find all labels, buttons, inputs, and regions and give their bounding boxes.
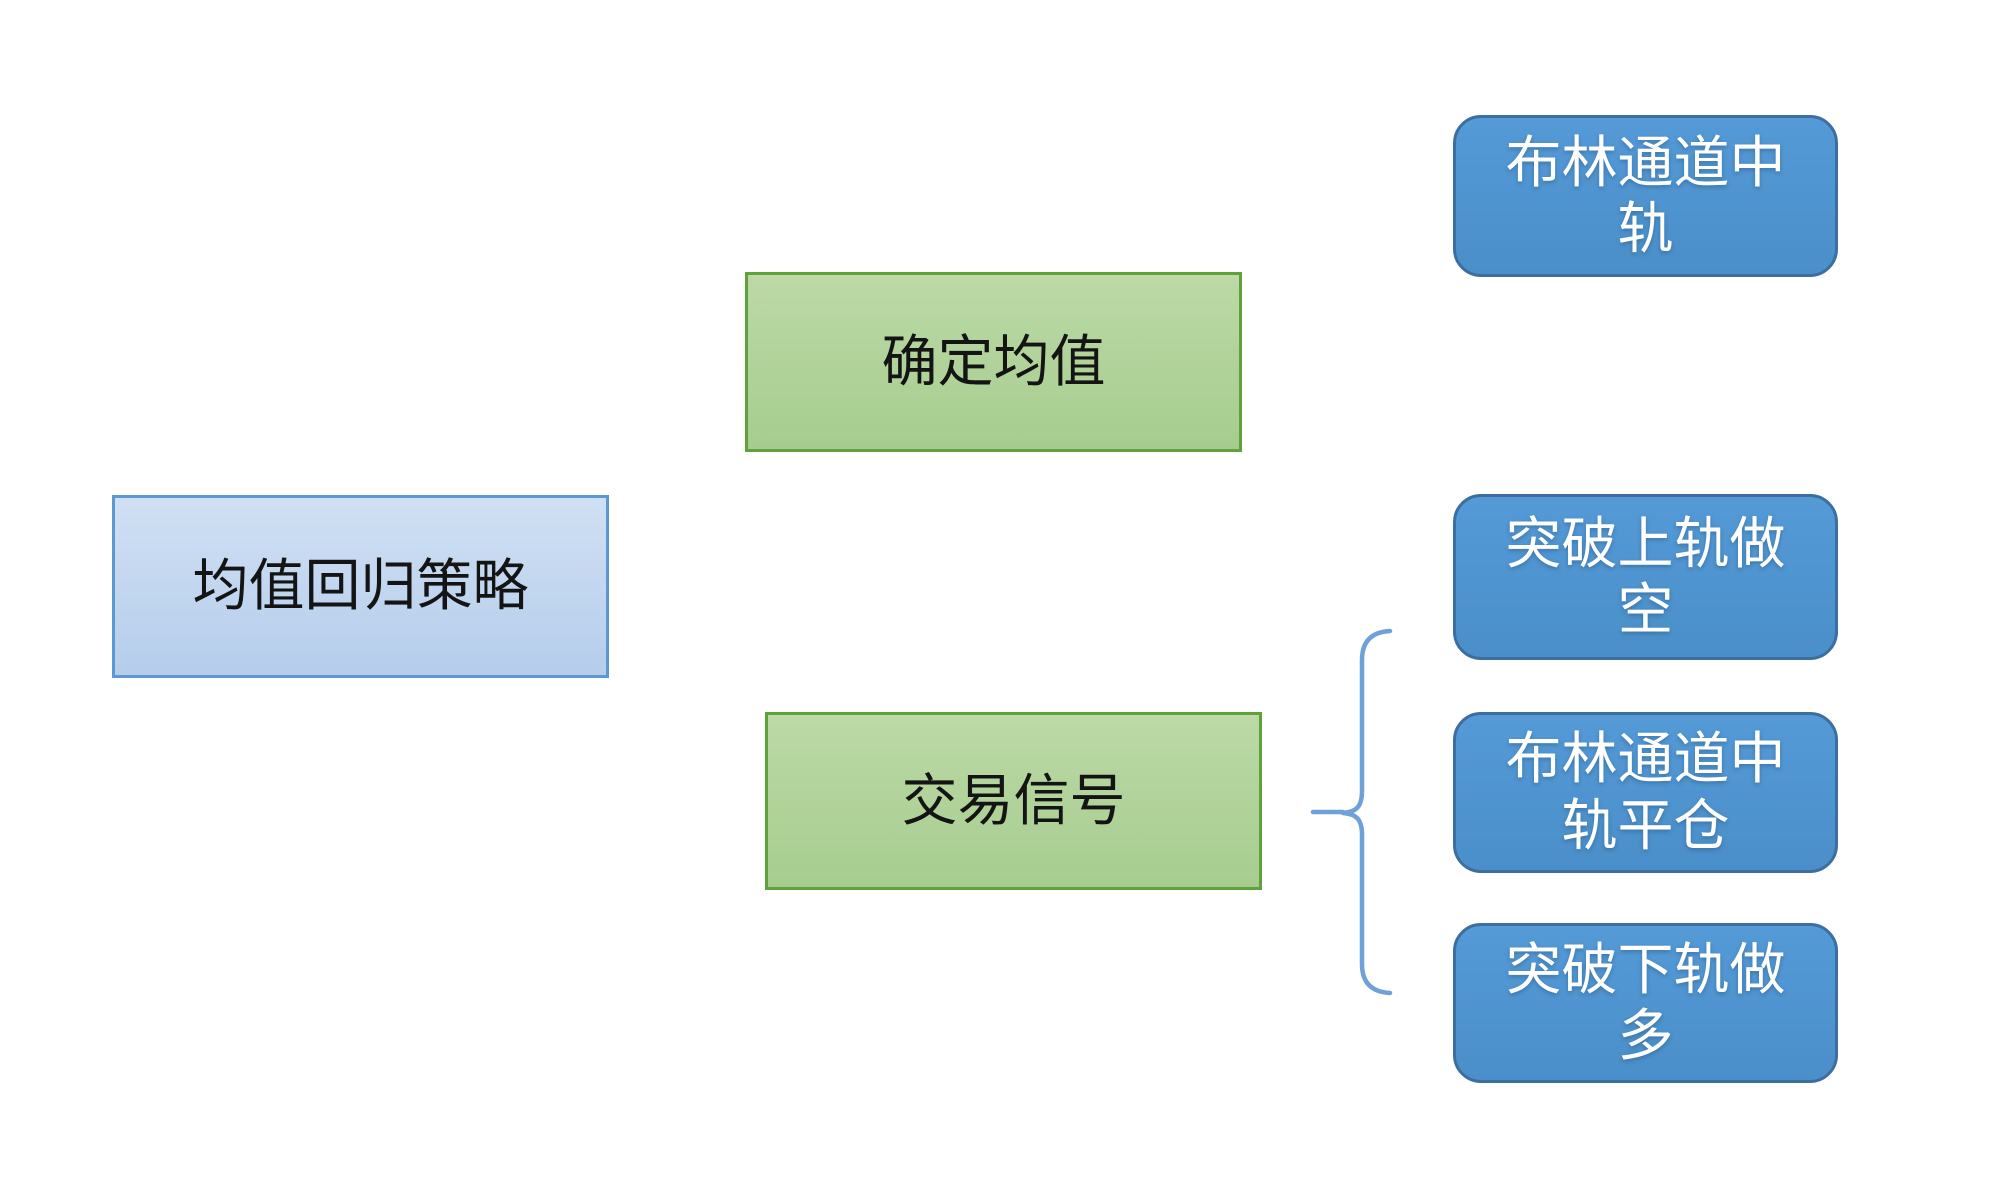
brace-connector <box>1310 628 1393 996</box>
node-mean-reversion-strategy-label: 均值回归策略 <box>192 554 529 618</box>
node-determine-mean-label: 确定均值 <box>881 329 1106 393</box>
node-break-lower-band-long-label: 突破下轨做多 <box>1505 937 1786 1067</box>
node-break-upper-band-short-label: 突破上轨做空 <box>1505 511 1786 641</box>
node-bollinger-middle-band: 布林通道中轨 <box>1453 115 1838 277</box>
node-break-upper-band-short: 突破上轨做空 <box>1453 494 1838 660</box>
node-trading-signals-label: 交易信号 <box>901 768 1126 832</box>
node-mean-reversion-strategy: 均值回归策略 <box>112 495 609 678</box>
node-determine-mean: 确定均值 <box>745 272 1242 452</box>
node-bollinger-middle-close-position-label: 布林通道中轨平仓 <box>1505 727 1786 857</box>
node-bollinger-middle-band-label: 布林通道中轨 <box>1505 130 1786 260</box>
node-bollinger-middle-close-position: 布林通道中轨平仓 <box>1453 712 1838 873</box>
node-break-lower-band-long: 突破下轨做多 <box>1453 923 1838 1083</box>
node-trading-signals: 交易信号 <box>765 712 1262 890</box>
